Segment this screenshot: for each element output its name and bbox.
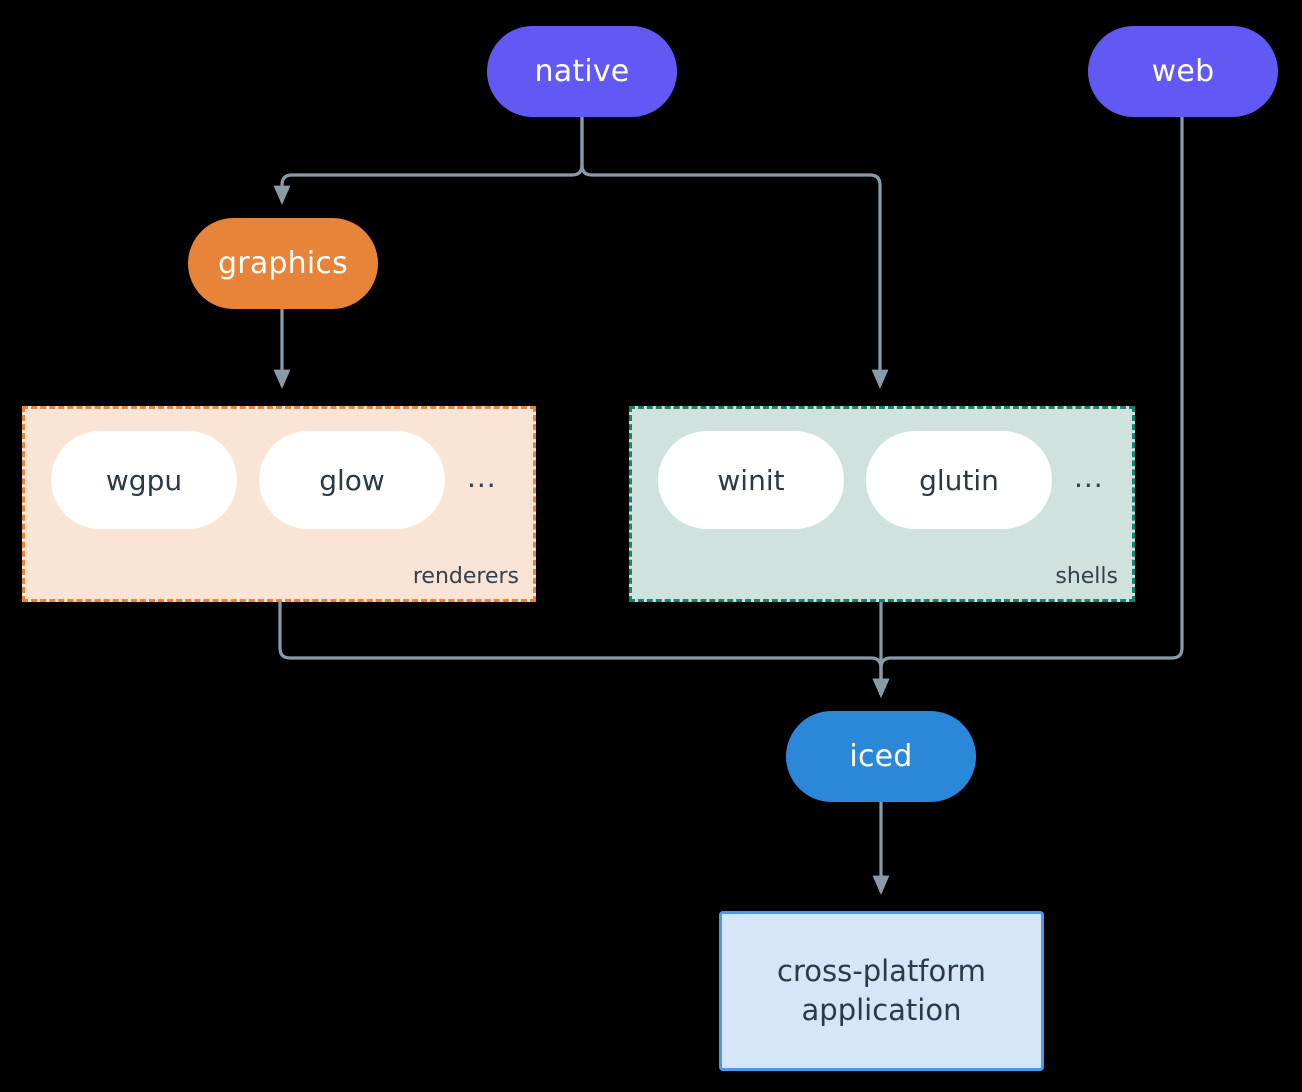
cluster-shells-items: winit glutin ...: [658, 431, 1104, 529]
node-native[interactable]: native: [487, 26, 677, 117]
node-application-label-line2: application: [801, 993, 962, 1027]
ellipsis-more: ...: [1074, 460, 1104, 494]
cluster-shells-label: shells: [1055, 564, 1118, 589]
node-native-label: native: [534, 54, 630, 89]
leaf-label: wgpu: [105, 463, 183, 497]
node-application-label-line1: cross-platform: [777, 953, 986, 988]
leaf-label: glow: [319, 463, 385, 497]
node-application[interactable]: cross-platform application: [719, 911, 1044, 1071]
list-item[interactable]: wgpu: [51, 431, 237, 529]
list-item[interactable]: glow: [259, 431, 445, 529]
node-graphics[interactable]: graphics: [188, 218, 378, 309]
cluster-shells[interactable]: winit glutin ... shells: [629, 406, 1135, 602]
edge-native-bus: [580, 117, 889, 389]
cluster-renderers-label: renderers: [412, 564, 519, 589]
edge-renderers-iced: [278, 602, 890, 698]
node-web-label: web: [1151, 54, 1215, 89]
ellipsis-more: ...: [467, 460, 497, 494]
leaf-label: glutin: [919, 463, 999, 497]
node-iced[interactable]: iced: [786, 711, 976, 802]
cluster-renderers[interactable]: wgpu glow ... renderers: [22, 406, 536, 602]
node-iced-label: iced: [849, 739, 913, 774]
edge-native-graphics: [273, 117, 584, 205]
leaf-label: winit: [717, 463, 785, 497]
cluster-renderers-items: wgpu glow ...: [51, 431, 497, 529]
list-item[interactable]: winit: [658, 431, 844, 529]
node-web[interactable]: web: [1088, 26, 1278, 117]
node-graphics-label: graphics: [218, 246, 348, 281]
list-item[interactable]: glutin: [866, 431, 1052, 529]
